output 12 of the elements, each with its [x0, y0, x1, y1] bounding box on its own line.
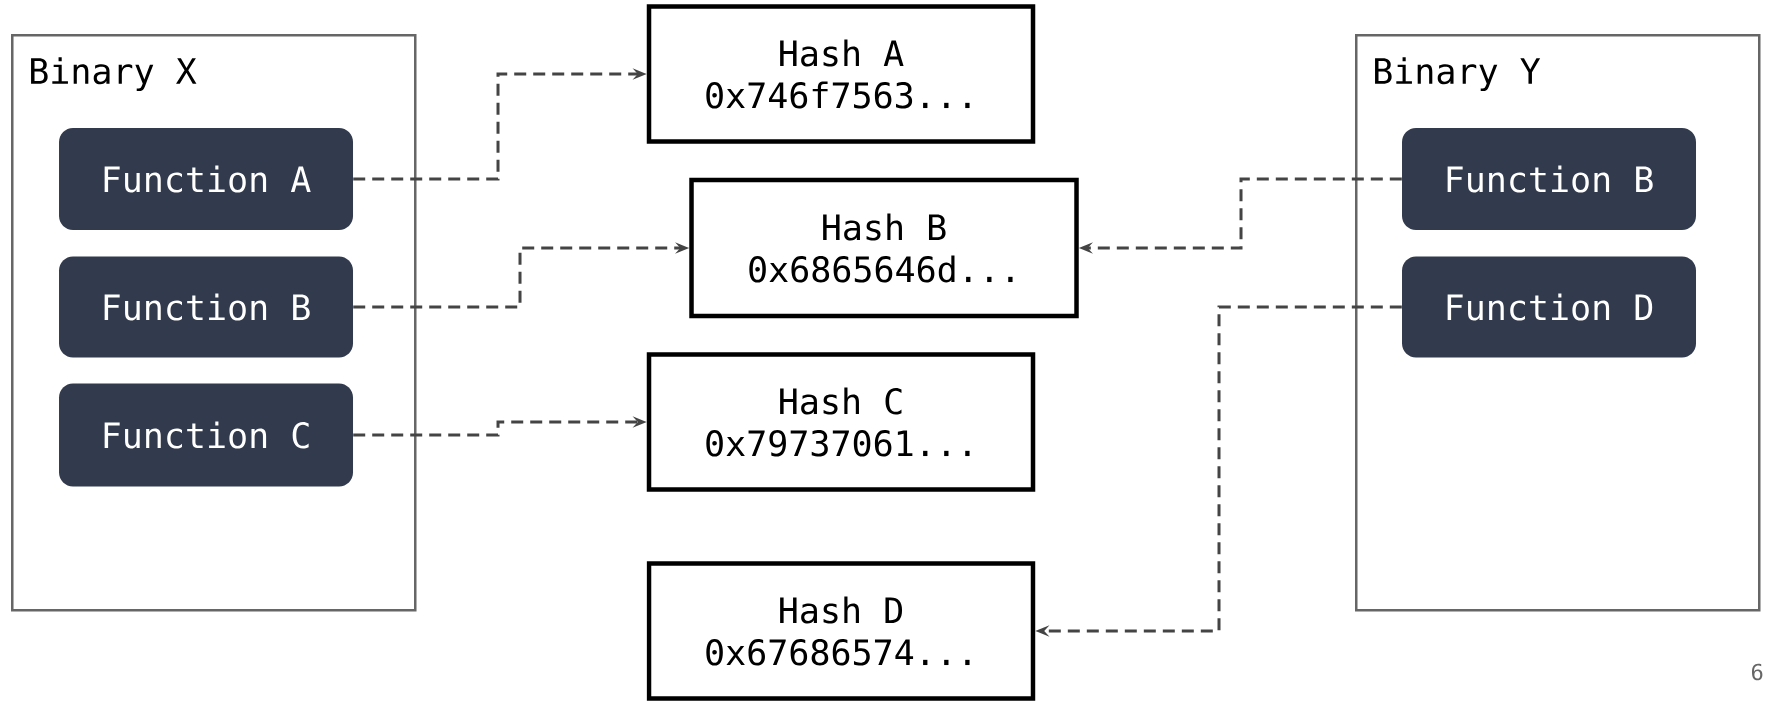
- function-box: Function B: [59, 256, 353, 358]
- hash-box: Hash A 0x746f7563...: [646, 4, 1036, 144]
- container-title: Binary X: [31, 57, 197, 92]
- function-box: Function A: [59, 128, 353, 230]
- function-box: Function D: [1402, 256, 1696, 358]
- hash-box: Hash C 0x79737061...: [646, 352, 1036, 492]
- hash-box: Hash B 0x6865646d...: [689, 177, 1079, 319]
- container-title: Binary Y: [1375, 57, 1541, 92]
- hash-box: Hash D 0x67686574...: [646, 561, 1036, 701]
- function-box: Function C: [59, 383, 353, 487]
- function-box: Function B: [1402, 128, 1696, 230]
- page-number: 6: [1752, 663, 1763, 681]
